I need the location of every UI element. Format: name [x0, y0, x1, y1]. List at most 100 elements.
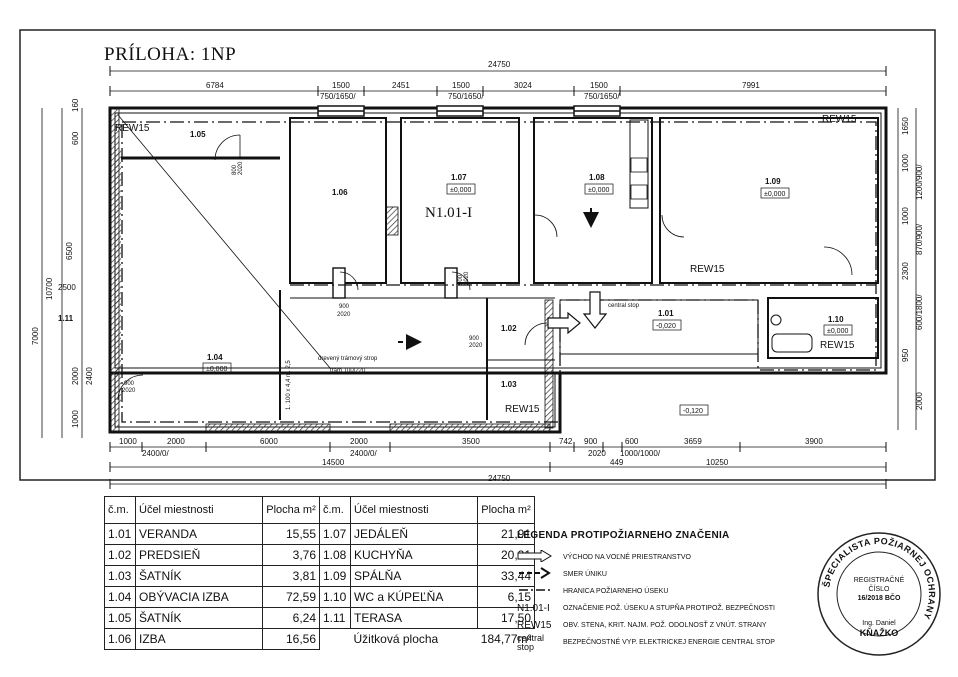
room-table-header: č.m. Účel miestnosti Plocha m² č.m. Účel…: [104, 496, 535, 524]
door-label: 900: [124, 381, 135, 387]
escape-route-arrows: [398, 208, 608, 350]
door-label: 900: [458, 274, 464, 285]
walls: [108, 105, 888, 434]
dim-left: 600: [71, 131, 80, 145]
room-level: ±0,000: [764, 191, 785, 198]
dim-top-seg: 1500: [452, 81, 470, 90]
fire-legend: LEGENDA PROTIPOŽIARNEHO ZNAČENIA VÝCHOD …: [517, 530, 817, 651]
stamp-line: ČÍSLO: [868, 584, 890, 593]
dim-bottom: 742: [559, 437, 573, 446]
rew-label: REW15: [820, 340, 855, 351]
table-row: 1.02 PREDSIEŇ 3,76 1.08 KUCHYŇA 20,31: [104, 544, 535, 566]
room-name: JEDÁLEŇ: [350, 523, 478, 545]
room-id: 1.09: [765, 177, 781, 186]
room-id: 1.10: [828, 315, 844, 324]
dim-bottom-row2: 10250: [706, 458, 729, 467]
door-label: 2020: [122, 388, 136, 394]
dim-left: 2500: [58, 283, 76, 292]
room-no: 1.08: [319, 544, 351, 566]
dim-window: 750/1650/: [448, 92, 484, 101]
room-no: 1.11: [319, 607, 351, 629]
beam-note: drevený trámový strop: [318, 356, 378, 362]
dim-bottom: 900: [584, 437, 598, 446]
room-id: 1.02: [501, 324, 517, 333]
dim-bottom-sub: 1000/1000/: [620, 449, 661, 458]
room-no: 1.04: [104, 586, 136, 608]
dim-top-seg: 3024: [514, 81, 532, 90]
dim-left: 1000: [71, 410, 80, 428]
dim-right: 1000: [901, 154, 910, 172]
room-id: 1.07: [451, 173, 467, 182]
legend-text: OZNAČENIE POŽ. ÚSEKU A STUPŇA PROTIPOŽ. …: [563, 605, 775, 612]
terrace-level: -0,120: [683, 408, 703, 415]
floor-plan-drawing: 24750 6784 1500 2451 1500 3024 1500 7991…: [19, 29, 936, 489]
dim-bottom-sub: 2020: [588, 449, 606, 458]
room-area: 6,24: [262, 607, 320, 629]
room-no: 1.07: [319, 523, 351, 545]
dim-bottom: 3500: [462, 437, 480, 446]
stamp-name: KŇAŽKO: [860, 627, 899, 638]
room-name: VERANDA: [135, 523, 263, 545]
room-area: 6,15: [477, 586, 535, 608]
dim-window: 750/1650/: [320, 92, 356, 101]
dim-right: 950: [901, 348, 910, 362]
legend-symbol: N1.01-I: [517, 603, 550, 614]
fire-specialist-stamp: ŠPECIALISTA POŽIARNEJ OCHRANY REGISTRAČN…: [817, 532, 941, 656]
room-name: TERASA: [350, 607, 478, 629]
dim-bottom-sub: 2400/0/: [142, 449, 169, 458]
boundary-line-icon: [517, 584, 563, 599]
legend-text: VÝCHOD NA VOĽNÉ PRIESTRANSTVO: [563, 554, 691, 561]
legend-symbol: central stop: [517, 632, 545, 652]
rew-label: REW15: [690, 264, 725, 275]
legend-item: HRANICA POŽIARNEHO ÚSEKU: [517, 583, 817, 600]
legend-text: HRANICA POŽIARNEHO ÚSEKU: [563, 588, 669, 595]
exit-arrow-icon: [517, 549, 563, 565]
dim-left: 2000: [71, 367, 80, 385]
table-row: 1.03 ŠATNÍK 3,81 1.09 SPÁLŇA 33,44: [104, 565, 535, 587]
top-dimensions: 24750 6784 1500 2451 1500 3024 1500 7991…: [109, 60, 887, 101]
room-name: ŠATNÍK: [135, 565, 263, 587]
room-area: 3,76: [262, 544, 320, 566]
room-area: 3,81: [262, 565, 320, 587]
room-id: 1.04: [207, 353, 223, 362]
table-row: 1.01 VERANDA 15,55 1.07 JEDÁLEŇ 21,91: [104, 523, 535, 545]
dim-left: 7000: [31, 327, 40, 345]
header-name: Účel miestnosti: [350, 496, 478, 524]
rew-label: REW15: [505, 404, 540, 415]
legend-item: N1.01-I OZNAČENIE POŽ. ÚSEKU A STUPŇA PR…: [517, 600, 817, 617]
room-table: č.m. Účel miestnosti Plocha m² č.m. Účel…: [104, 496, 535, 650]
fire-section-label: N1.01-I: [425, 205, 472, 221]
room-id: 1.11: [58, 314, 74, 323]
stamp-line: REGISTRAČNÉ: [854, 575, 905, 584]
dim-left: 10700: [45, 277, 54, 300]
table-row: 1.06 IZBA 16,56 Úžitková plocha 184,77m²: [104, 628, 535, 650]
table-row: 1.04 OBÝVACIA IZBA 72,59 1.10 WC a KÚPEĽ…: [104, 586, 535, 608]
legend-title: LEGENDA PROTIPOŽIARNEHO ZNAČENIA: [517, 530, 730, 541]
dim-right: 1000: [901, 207, 910, 225]
dim-right: 870/900/: [915, 223, 924, 255]
wall-note: 1. 100 x 4,4 m. 2,5: [286, 360, 292, 410]
dim-bottom: 2000: [350, 437, 368, 446]
room-level: ±0,000: [450, 187, 471, 194]
rew-label: REW15: [822, 114, 857, 125]
dim-left: 160: [71, 98, 80, 112]
dim-bottom-sub: 449: [610, 458, 624, 467]
header-no: č.m.: [104, 496, 136, 524]
dim-right: 1200/900/: [915, 164, 924, 200]
dim-bottom: 2000: [167, 437, 185, 446]
dim-bottom: 1000: [119, 437, 137, 446]
room-id: 1.03: [501, 380, 517, 389]
stamp-line: 16/2018 BČO: [858, 593, 901, 602]
room-area: 17,50: [477, 607, 535, 629]
header-area: Plocha m²: [262, 496, 320, 524]
room-no: 1.10: [319, 586, 351, 608]
stamp-name: Ing. Daniel: [862, 620, 896, 627]
left-dimensions: 10700 6500 2500 2500 7000 600 160 2000 2…: [31, 98, 94, 438]
room-no: 1.06: [104, 628, 136, 650]
door-label: 900: [469, 336, 480, 342]
dim-bottom: 3900: [805, 437, 823, 446]
beam-note: trám 100/220: [330, 368, 366, 374]
dim-top-seg: 7991: [742, 81, 760, 90]
room-name: KUCHYŇA: [350, 544, 478, 566]
